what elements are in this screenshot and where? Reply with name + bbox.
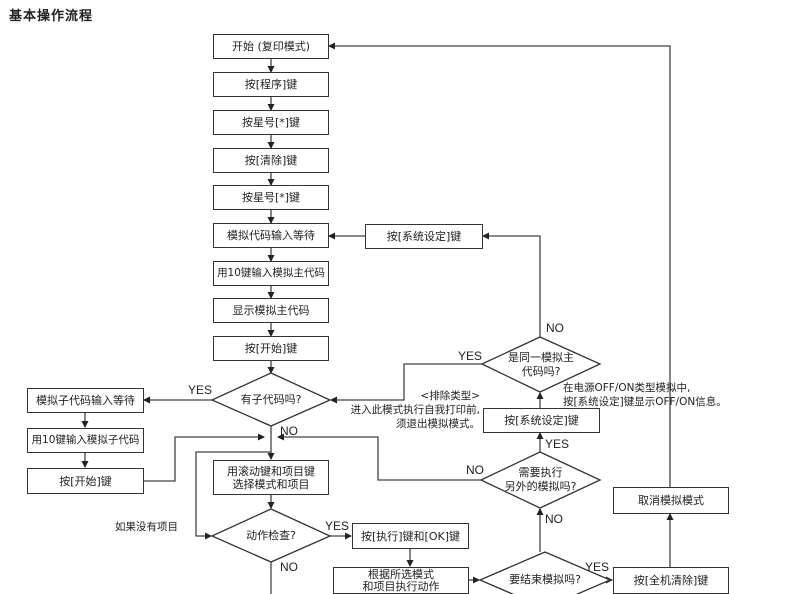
node-press-star-1: 按星号[*]键: [213, 110, 329, 135]
node-sub-code-wait: 模拟子代码输入等待: [27, 388, 144, 413]
node-cancel-sim-mode: 取消模拟模式: [613, 487, 729, 514]
label-yes-end-sim: YES: [585, 560, 610, 574]
node-show-main-code: 显示模拟主代码: [213, 298, 329, 323]
decision-same-main-code: [480, 336, 602, 393]
node-execute-action: 根据所选模式 和项目执行动作: [333, 567, 469, 594]
page-title: 基本操作流程: [9, 9, 94, 24]
decision-has-sub-code: [210, 372, 332, 427]
arrow-cancel-to-start: [328, 42, 671, 487]
arrow-same-no: [482, 232, 541, 337]
decision-another-sim-text: 需要执行 另外的模拟吗?: [504, 466, 577, 493]
decision-same-main-code-text: 是同一模拟主 代码吗?: [508, 350, 574, 378]
decision-action-check-text: 动作检查?: [246, 528, 296, 542]
label-no-another-sim: NO: [466, 463, 484, 477]
decision-end-sim: [478, 551, 612, 594]
label-yes-has-sub: YES: [188, 383, 213, 397]
arrow-no-item-loop: [195, 451, 271, 540]
label-yes-another-sim: YES: [545, 437, 570, 451]
label-yes-action-check: YES: [325, 519, 350, 533]
node-select-mode-item: 用滚动键和项目键 选择模式和项目: [213, 460, 329, 495]
label-no-same-code: NO: [546, 321, 564, 335]
note-power-off-on: 在电源OFF/ON类型模拟中, 按[系统设定]键显示OFF/ON信息。: [563, 382, 727, 408]
node-start: 开始 (复印模式): [213, 34, 329, 59]
decision-another-sim: [479, 451, 602, 509]
node-sim-code-wait: 模拟代码输入等待: [213, 223, 329, 248]
label-yes-same-code: YES: [458, 349, 483, 363]
arrow-startsub-to-junction: [143, 433, 265, 482]
label-no-action-check: NO: [280, 560, 298, 574]
node-press-sys-setting-lower: 按[系统设定]键: [483, 408, 600, 433]
decision-action-check: [210, 508, 332, 563]
note-no-item: 如果没有项目: [115, 521, 178, 533]
node-press-exec-ok: 按[执行]键和[OK]键: [352, 523, 469, 549]
node-press-star-2: 按星号[*]键: [213, 185, 329, 210]
arrow-same-yes: [330, 363, 482, 404]
decision-end-sim-text: 要结束模拟吗?: [509, 573, 581, 586]
node-press-start-main: 按[开始]键: [213, 336, 329, 361]
node-press-start-sub: 按[开始]键: [27, 468, 144, 494]
label-no-has-sub: NO: [280, 424, 298, 438]
node-press-program: 按[程序]键: [213, 72, 329, 97]
decision-has-sub-code-text: 有子代码吗?: [240, 392, 302, 406]
node-enter-main-code: 用10键输入模拟主代码: [213, 261, 329, 286]
label-no-end-sim: NO: [545, 512, 563, 526]
node-press-clear: 按[清除]键: [213, 148, 329, 173]
note-exclusion: <排除类型> 进入此模式执行自我打印前, 须退出模拟模式。: [350, 390, 480, 430]
node-press-all-clear: 按[全机清除]键: [613, 567, 729, 594]
node-press-sys-setting-upper: 按[系统设定]键: [365, 224, 483, 249]
arrow-another-no: [277, 433, 481, 481]
node-enter-sub-code: 用10键输入模拟子代码: [27, 428, 144, 453]
